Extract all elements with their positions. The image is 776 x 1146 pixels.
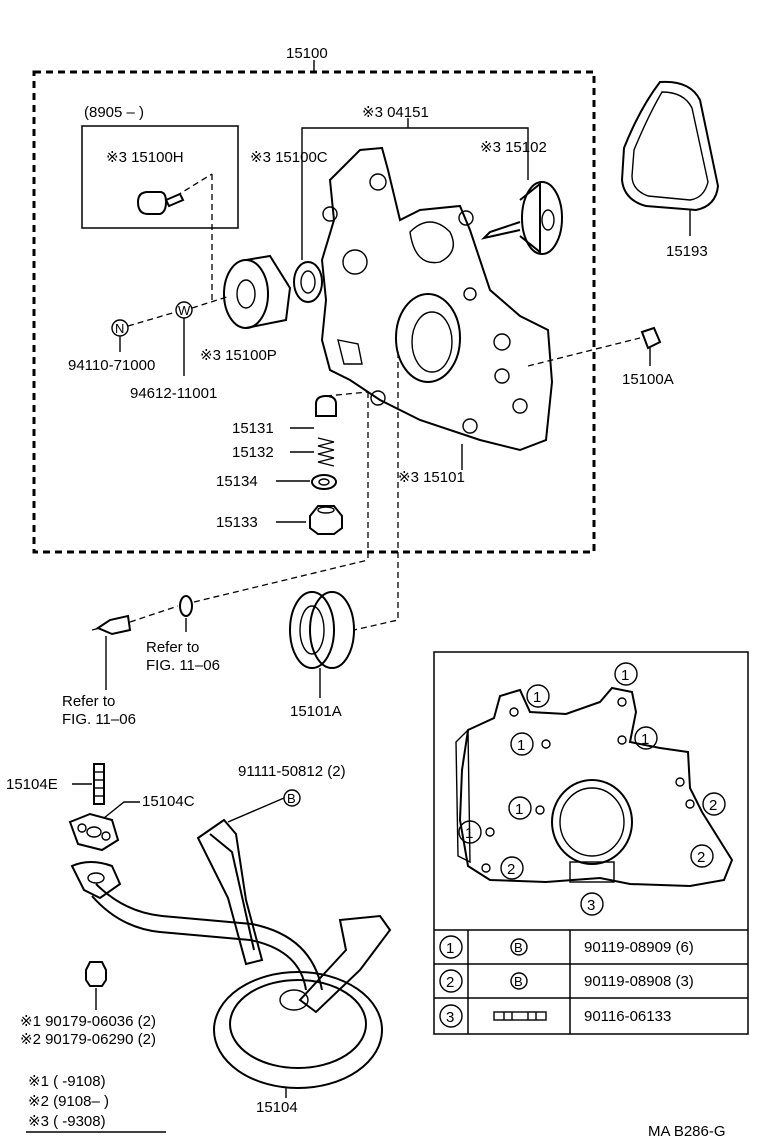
gear-15102-icon [480, 181, 563, 255]
label-90179-a: ※1 90179-06036 (2) [20, 1013, 156, 1030]
label-94110: 94110-71000 [68, 357, 155, 374]
inset-callout-1f: 1 [458, 820, 482, 844]
label-15104E: 15104E [6, 776, 58, 793]
oil-pump-body-15101-icon [320, 146, 554, 452]
stud-15104E-icon [93, 763, 105, 805]
label-15100A: 15100A [622, 371, 674, 388]
svg-text:2: 2 [507, 861, 515, 878]
label-refer-b1: FIG. 11–06 [146, 657, 220, 674]
inset-table: 1 B 90119-08909 (6) 2 B 90119-08908 (3) … [434, 929, 748, 1034]
inset-callout-1c: 1 [510, 732, 534, 756]
inset-callout-1a: 1 [614, 662, 638, 686]
inset-callout-1d: 1 [634, 726, 658, 750]
inset-pump-body-icon [455, 686, 734, 888]
label-15131: 15131 [232, 420, 274, 437]
box-15100H [81, 125, 239, 229]
label-15101: ※3 15101 [398, 469, 465, 486]
svg-text:1: 1 [515, 801, 523, 818]
label-refer-b2: FIG. 11–06 [62, 711, 136, 728]
svg-text:2: 2 [709, 797, 717, 814]
label-15100H: ※3 15100H [106, 149, 184, 166]
label-15133: 15133 [216, 514, 258, 531]
inset-callout-2a: 2 [702, 792, 726, 816]
circle-w-letter: W [178, 303, 191, 318]
circle-n-letter: N [115, 321, 124, 336]
label-90179-b: ※2 90179-06290 (2) [20, 1031, 156, 1048]
label-refer-a2: Refer to [62, 693, 115, 710]
washer-icon [179, 595, 193, 617]
inset-callout-3: 3 [580, 892, 604, 916]
label-15100C: ※3 15100C [250, 149, 328, 166]
table-row: 3 90116-06133 [439, 1004, 671, 1028]
label-15100: 15100 [286, 45, 328, 62]
spring-15132-icon [317, 437, 335, 467]
svg-text:B: B [514, 974, 523, 989]
oil-strainer-15104-icon [70, 818, 392, 1089]
gear-15100C-icon [293, 261, 323, 303]
oil-seal-15101A-icon [289, 591, 355, 669]
bolt-b-symbol-icon [510, 972, 528, 990]
label-15193: 15193 [666, 243, 708, 260]
label-15100P: ※3 15100P [200, 347, 277, 364]
svg-text:1: 1 [533, 689, 541, 706]
svg-text:1: 1 [465, 825, 473, 842]
label-15132: 15132 [232, 444, 274, 461]
label-15104C: 15104C [142, 793, 195, 810]
circle-b-letter: B [287, 791, 296, 806]
gasket-15134-icon [311, 474, 337, 490]
inset-callout-2b: 2 [690, 844, 714, 868]
gasket-15193-icon [620, 80, 720, 212]
table-cell-part: 90119-08909 (6) [584, 939, 694, 956]
oil-pressure-switch-icon [91, 614, 132, 636]
label-04151: ※3 04151 [362, 104, 429, 121]
label-15102: ※3 15102 [480, 139, 547, 156]
table-cell-part: 90119-08908 (3) [584, 973, 694, 990]
footnote-3: ※3 ( -9308) [28, 1113, 106, 1130]
stud-bolt-icon [493, 1011, 547, 1021]
footnote-2: ※2 (9108– ) [28, 1093, 109, 1110]
svg-text:B: B [514, 940, 523, 955]
bolt-b-symbol-icon [510, 938, 528, 956]
nut-90179-icon [85, 961, 107, 987]
table-cell-part: 90116-06133 [584, 1008, 671, 1025]
table-row: 2 B 90119-08908 (3) [439, 969, 694, 993]
svg-text:1: 1 [446, 940, 454, 957]
label-91111: 91111-50812 (2) [238, 763, 346, 780]
gasket-15104C-icon [68, 812, 120, 852]
svg-text:2: 2 [697, 849, 705, 866]
plug-15133-icon [309, 505, 343, 535]
relief-valve-15131-icon [315, 394, 337, 417]
svg-text:2: 2 [446, 974, 454, 991]
label-refer-a1: Refer to [146, 639, 199, 656]
label-94612: 94612-11001 [130, 385, 217, 402]
plug-15100A-icon [640, 326, 662, 350]
rotor-15100P-icon [223, 254, 292, 329]
drawing-code: MA B286-G [648, 1123, 726, 1140]
svg-text:1: 1 [621, 667, 629, 684]
inset-callout-1e: 1 [508, 796, 532, 820]
label-date-range: (8905 – ) [84, 104, 144, 121]
inset-panel [433, 651, 749, 1035]
svg-text:3: 3 [587, 897, 595, 914]
footnote-1: ※1 ( -9108) [28, 1073, 106, 1090]
svg-text:3: 3 [446, 1009, 454, 1026]
svg-text:1: 1 [641, 731, 649, 748]
label-15101A: 15101A [290, 703, 342, 720]
svg-text:1: 1 [517, 737, 525, 754]
bolt-15100H-icon [136, 191, 185, 215]
inset-callout-1b: 1 [526, 684, 550, 708]
inset-callout-2c: 2 [500, 856, 524, 880]
table-row: 1 B 90119-08909 (6) [439, 935, 694, 959]
label-15134: 15134 [216, 473, 258, 490]
label-15104: 15104 [256, 1099, 298, 1116]
